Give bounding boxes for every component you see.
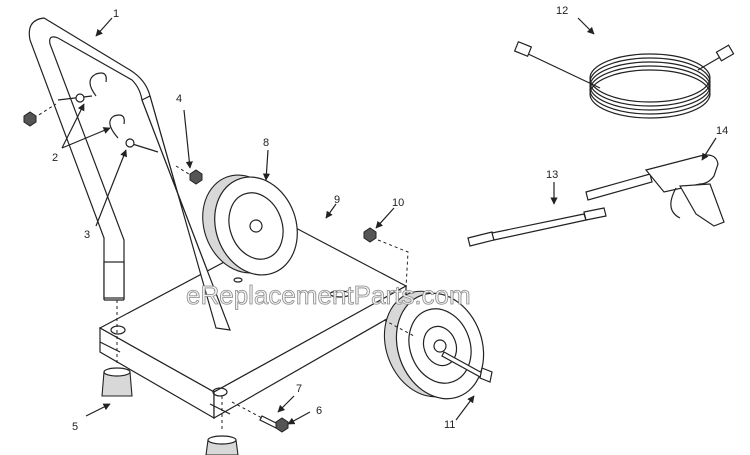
- rubber-foot-right: [205, 396, 239, 455]
- callout-9: 9: [334, 194, 340, 206]
- callout-10: 10: [392, 197, 404, 209]
- callout-6: 6: [316, 405, 322, 417]
- hook-nut: [23, 103, 57, 127]
- handle-bolt-nut: [175, 165, 203, 185]
- leader-arrows: [61, 17, 717, 425]
- hook-bracket-lower: [109, 114, 159, 153]
- callout-labels: 1 2 3 4 5 6 7 8 9 10 11 12 13 14: [52, 5, 728, 433]
- axle-nut: [363, 227, 409, 289]
- callout-13: 13: [546, 169, 558, 181]
- watermark-text: eReplacementParts.com: [186, 280, 471, 310]
- plate-bolt: [231, 401, 289, 433]
- rubber-foot-left: [101, 300, 133, 397]
- callout-12: 12: [556, 5, 568, 17]
- wheel-front: [383, 290, 485, 400]
- callout-14: 14: [716, 125, 728, 137]
- callout-8: 8: [263, 137, 269, 149]
- base-plate: [98, 225, 408, 420]
- callout-4: 4: [176, 93, 182, 105]
- wheel-back: [202, 174, 298, 276]
- callout-7: 7: [296, 383, 302, 395]
- axle-bolt: [383, 319, 493, 383]
- high-pressure-hose: [513, 40, 735, 119]
- callout-5: 5: [72, 421, 78, 433]
- callout-11: 11: [444, 419, 455, 431]
- spray-gun: [585, 154, 725, 227]
- spray-wand: [467, 207, 607, 247]
- callout-2: 2: [52, 152, 58, 164]
- callout-3: 3: [84, 229, 90, 241]
- hook-bracket-upper: [57, 72, 107, 103]
- callout-1: 1: [113, 8, 119, 20]
